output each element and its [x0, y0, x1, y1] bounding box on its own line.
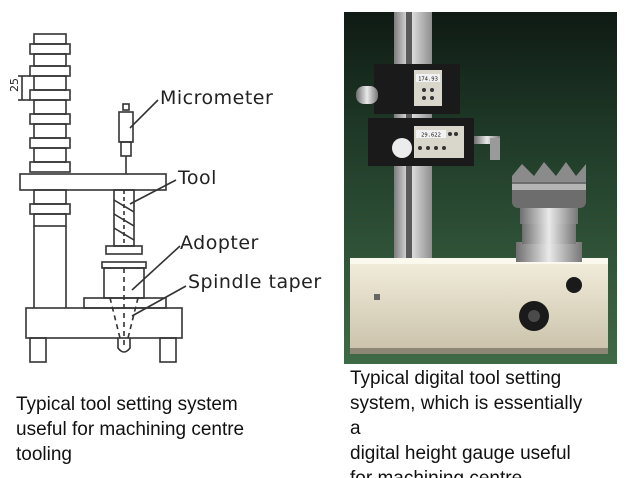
dimension-marker [18, 75, 30, 101]
milling-cutter [512, 162, 586, 262]
digital-tool-setter-photo: 174.93 29.622 [344, 12, 617, 364]
tool-drawing [113, 189, 135, 247]
adopter-leader [131, 245, 181, 291]
label-tool: Tool [178, 167, 217, 189]
spindle-taper-leader [131, 285, 187, 317]
right-caption: Typical digital tool setting system, whi… [350, 368, 583, 478]
spindle-taper-drawing [109, 268, 139, 345]
label-adopter: Adopter [180, 232, 259, 254]
tool-setting-drawing: 25 [8, 33, 187, 363]
micrometer-drawing [118, 103, 134, 174]
micrometer-leader [129, 99, 159, 129]
left-caption: Typical tool setting system useful for m… [16, 394, 245, 465]
display-bottom: 29.622 [421, 133, 441, 139]
vertical-column [29, 33, 71, 308]
label-micrometer: Micrometer [160, 87, 274, 109]
base-body [350, 258, 608, 350]
base-drawing [25, 297, 183, 363]
dimension-label: 25 [8, 78, 21, 92]
tool-leader [129, 179, 177, 205]
horizontal-arm [19, 173, 167, 191]
label-spindle-taper: Spindle taper [188, 271, 322, 293]
display-top: 174.93 [418, 77, 438, 83]
